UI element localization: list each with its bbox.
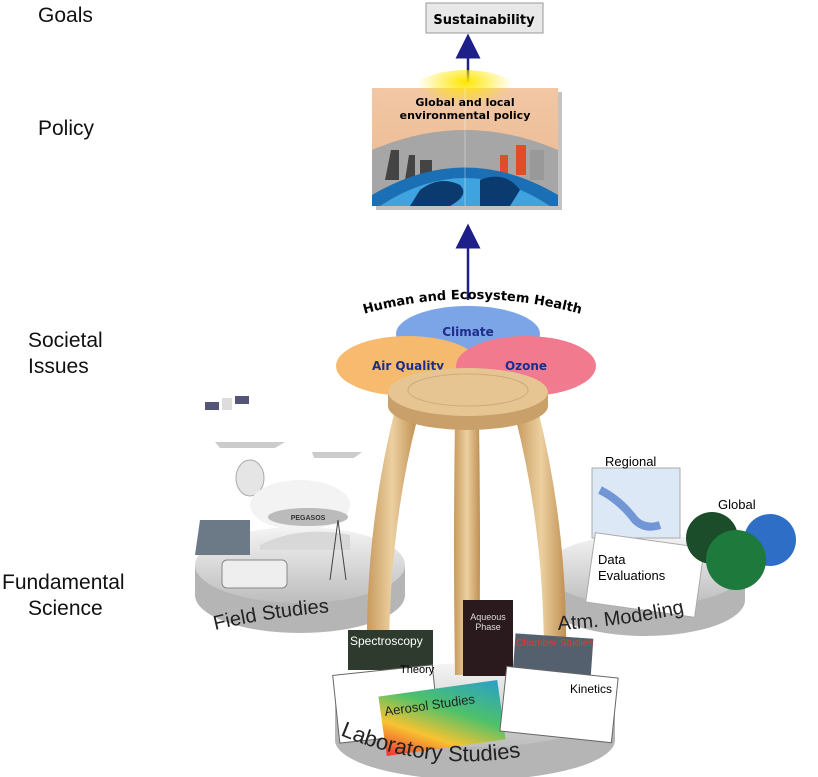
data-table: [585, 532, 705, 618]
aircraft-icon: [312, 452, 362, 458]
climate-label: Climate: [442, 325, 494, 339]
level-societal-line2: Issues: [28, 355, 89, 378]
aqueous-label-line1: Aqueous: [470, 612, 506, 622]
level-policy: Policy: [38, 117, 95, 140]
policy-image: Global and local environmental policy: [372, 70, 562, 210]
regional-map: [591, 467, 681, 539]
airship-icon: [268, 508, 348, 526]
level-societal: Societal Issues: [28, 328, 103, 380]
train-icon: [260, 531, 350, 550]
aqueous-phase-image: [463, 600, 513, 676]
theory-label: Theory: [400, 664, 435, 676]
van-icon: [221, 559, 288, 589]
balloon-icon: [235, 459, 265, 497]
spectroscopy-image: [348, 630, 433, 670]
ship-icon: [195, 520, 250, 555]
kinetics-label: Kinetics: [570, 682, 612, 696]
modeling-items: Regional Data Evaluations Global: [585, 454, 796, 618]
globe-icon: [706, 530, 766, 590]
sustainability-label: Sustainability: [433, 13, 535, 28]
ozone-label: Ozone: [505, 359, 547, 373]
global-label: Global: [718, 497, 756, 512]
level-fundamental-line2: Science: [28, 597, 103, 620]
policy-title-line1: Global and local: [415, 96, 514, 109]
aircraft-icon: [215, 442, 285, 448]
spectroscopy-label: Spectroscopy: [350, 634, 423, 648]
sustainability-box: Sustainability: [425, 2, 544, 34]
aerosol-studies-image: [378, 679, 506, 757]
tower-icon: [329, 519, 347, 581]
satellite-icon: [205, 396, 249, 410]
aqueous-label-line2: Phase: [475, 622, 501, 632]
level-goals: Goals: [38, 4, 93, 27]
level-societal-line1: Societal: [28, 329, 103, 352]
airship-label: PEGASOS: [291, 515, 326, 522]
field-instruments: PEGASOS: [195, 396, 362, 589]
air-quality-label: Air Quality: [372, 359, 444, 373]
level-fundamental-line1: Fundamental: [2, 571, 125, 594]
data-evaluations-line1: Data: [598, 552, 626, 567]
kinetics-image: [499, 665, 619, 744]
policy-title-line2: environmental policy: [400, 109, 531, 122]
lab-items: Spectroscopy Aqueous Phase Chamber Studi…: [332, 600, 619, 757]
data-evaluations-line2: Evaluations: [598, 568, 666, 583]
regional-label: Regional: [605, 454, 656, 469]
level-fundamental: Fundamental Science: [2, 570, 125, 622]
chamber-studies-label: Chamber Studies: [516, 638, 593, 649]
